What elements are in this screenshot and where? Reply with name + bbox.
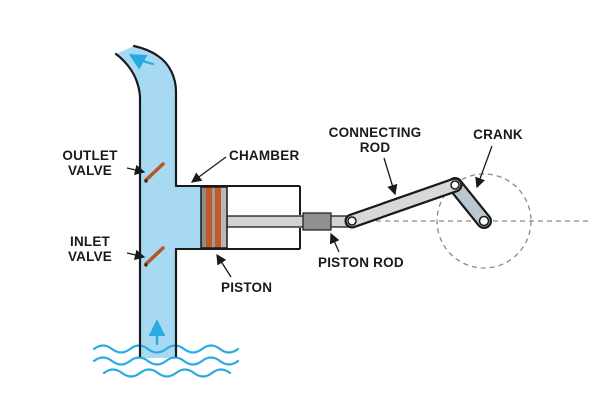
crank-path-guide bbox=[436, 173, 532, 269]
guides bbox=[340, 173, 590, 269]
pointer-connecting-rod bbox=[383, 157, 398, 196]
inlet-valve bbox=[144, 246, 165, 266]
valves bbox=[144, 162, 165, 267]
water-surface-waves bbox=[92, 344, 240, 378]
label-inlet-valve: INLET VALVE bbox=[67, 234, 112, 265]
pointer-piston-rod bbox=[329, 232, 340, 253]
joint-pin bbox=[347, 216, 357, 226]
chamber-outline bbox=[176, 185, 301, 250]
flow-arrow-outlet bbox=[128, 54, 155, 70]
flow-arrows bbox=[128, 54, 166, 346]
joint-pin bbox=[450, 180, 460, 190]
pipe-walls bbox=[114, 44, 178, 358]
chamber-water bbox=[176, 186, 202, 249]
piston-rod-sleeve bbox=[302, 212, 332, 231]
joint-pin bbox=[478, 215, 490, 227]
label-crank: CRANK bbox=[473, 127, 523, 142]
pipe-water bbox=[116, 46, 176, 358]
pointer-chamber bbox=[190, 156, 227, 183]
label-connecting-rod: CONNECTING ROD bbox=[328, 125, 422, 156]
label-piston-rod: PISTON ROD bbox=[318, 255, 404, 270]
pointer-outlet-valve bbox=[126, 164, 146, 175]
pointer-piston bbox=[216, 253, 232, 278]
crank-mechanism bbox=[344, 177, 492, 229]
pointer-crank bbox=[475, 145, 493, 189]
label-chamber: CHAMBER bbox=[229, 148, 300, 163]
piston bbox=[200, 186, 228, 249]
label-outlet-valve: OUTLET VALVE bbox=[62, 148, 118, 179]
label-pointers bbox=[126, 145, 493, 278]
pointer-inlet-valve bbox=[126, 249, 146, 260]
outlet-valve bbox=[144, 162, 165, 182]
label-piston: PISTON bbox=[221, 280, 273, 295]
